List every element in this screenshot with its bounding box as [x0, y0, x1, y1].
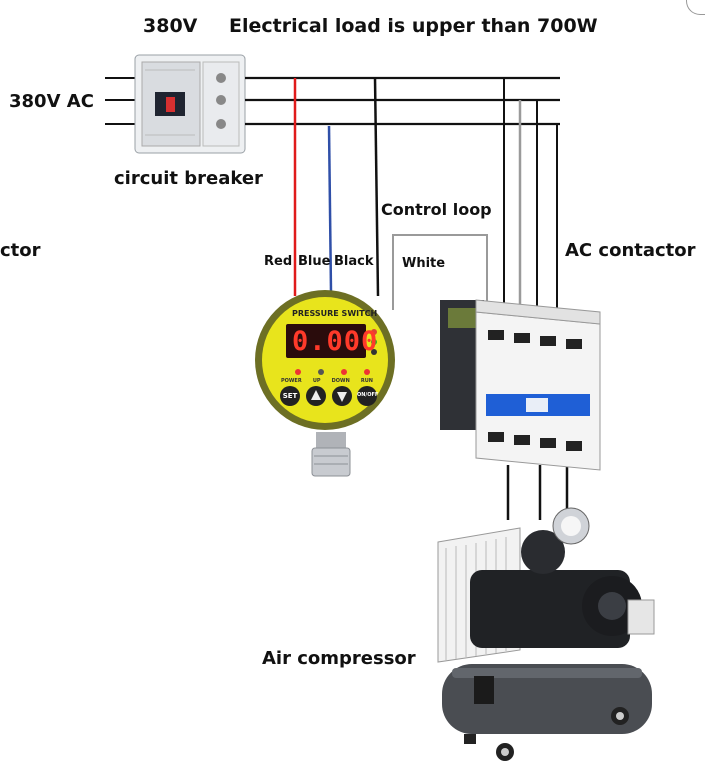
supply-feed-lines: [105, 77, 137, 125]
bus-lines: [245, 76, 560, 126]
pressure-switch-set-button: SET: [282, 392, 298, 400]
ac-contactor-label: AC contactor: [565, 240, 696, 261]
breaker-label: circuit breaker: [114, 168, 263, 189]
wire-label-black: Black: [334, 254, 374, 269]
wire-label-blue: Blue: [298, 254, 331, 269]
white-wire: [392, 234, 488, 312]
status-label-run: RUN: [360, 378, 373, 384]
air-compressor-label: Air compressor: [262, 648, 416, 669]
ac-contactor-label-left-cut: ctor: [0, 240, 41, 261]
pressure-switch-header: PRESSURE SWITCH: [292, 309, 378, 318]
title-load: Electrical load is upper than 700W: [229, 15, 598, 37]
supply-label: 380V AC: [9, 91, 94, 112]
status-label-down: DOWN: [331, 378, 350, 384]
status-label-up: UP: [312, 378, 321, 384]
black-wire: [373, 77, 380, 297]
status-label-power: POWER: [281, 378, 302, 384]
title-voltage: 380V: [143, 15, 198, 37]
wire-label-red: Red: [264, 254, 293, 269]
pressure-switch-image: [255, 290, 395, 477]
compressor-feed-lines: [506, 465, 569, 520]
circuit-breaker-image: [134, 54, 246, 154]
pressure-switch-on-off-button: ON/OFF: [357, 392, 379, 398]
air-compressor-image: [437, 507, 655, 761]
pressure-switch-display: 0.000: [292, 326, 379, 357]
pressure-switch-status-labels: POWER UP DOWN RUN: [281, 378, 373, 384]
blue-wire: [327, 125, 333, 293]
control-loop-label: Control loop: [381, 200, 492, 219]
contactor-feed-lines: [503, 78, 558, 316]
wire-label-white: White: [402, 256, 446, 271]
ac-contactor-image: [440, 299, 601, 471]
